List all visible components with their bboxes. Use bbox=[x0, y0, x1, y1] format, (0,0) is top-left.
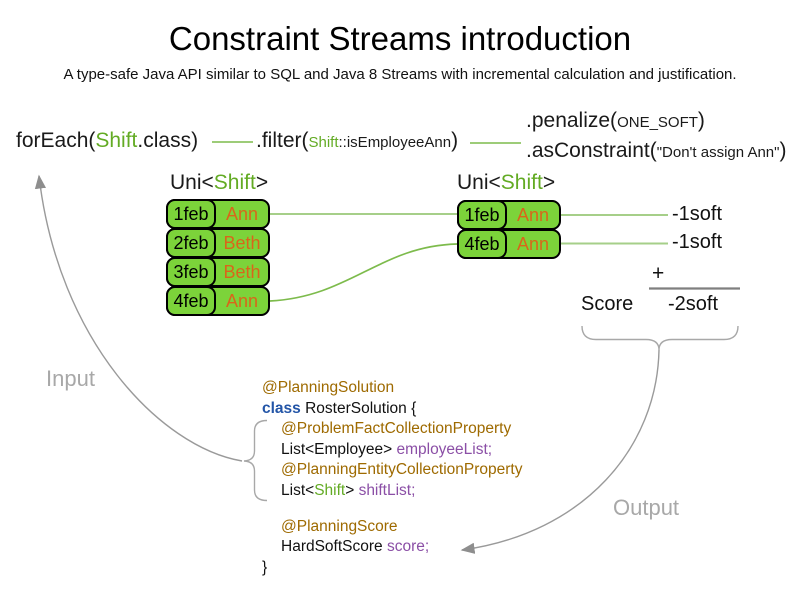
penalty-value-2: -1soft bbox=[672, 231, 723, 253]
code-line-closing-brace: } bbox=[262, 558, 522, 579]
penalize-arg: ONE_SOFT bbox=[617, 114, 698, 131]
code-line-annotation-score: @PlanningScore bbox=[262, 517, 522, 538]
code-blank-line bbox=[262, 502, 522, 517]
input-label: Input bbox=[46, 366, 95, 391]
score-underbrace bbox=[581, 325, 739, 351]
code-block: @PlanningSolution class RosterSolution {… bbox=[262, 378, 522, 578]
shift-employee: Ann bbox=[225, 290, 259, 311]
shift-employee: Ann bbox=[225, 203, 259, 224]
employee-list-type: List<Employee> bbox=[281, 440, 397, 458]
filter-expression: .filter(Shift::isEmployeeAnn) bbox=[256, 129, 458, 153]
shift-employee: Beth bbox=[223, 232, 261, 253]
score-field-name: score; bbox=[386, 538, 430, 556]
shift-date: 2feb bbox=[166, 228, 216, 258]
uni-type: Shift bbox=[500, 171, 543, 194]
score-field-type: HardSoftScore bbox=[281, 538, 387, 556]
shift-date: 1feb bbox=[166, 199, 216, 229]
shift-box: 1feb Ann bbox=[457, 200, 561, 230]
asconstraint-prefix: .asConstraint( bbox=[526, 139, 657, 162]
class-keyword: class bbox=[262, 399, 301, 417]
asconstraint-arg: "Don't assign Ann" bbox=[656, 144, 780, 161]
asconstraint-expression: .asConstraint("Don't assign Ann") bbox=[526, 139, 786, 163]
shift-date: 4feb bbox=[457, 229, 507, 259]
penalize-close: ) bbox=[697, 109, 705, 132]
code-line-shift-list: List<Shift> shiftList; bbox=[262, 481, 522, 502]
filter-type: Shift bbox=[308, 134, 339, 151]
foreach-prefix: forEach( bbox=[16, 129, 96, 152]
score-total: -2soft bbox=[668, 293, 719, 315]
uni-suffix: > bbox=[542, 171, 556, 194]
foreach-type: Shift bbox=[95, 129, 138, 152]
filter-method: ::isEmployeeAnn bbox=[338, 134, 452, 151]
filter-close: ) bbox=[451, 129, 459, 152]
uni-prefix: Uni< bbox=[457, 171, 501, 194]
code-line-score-field: HardSoftScore score; bbox=[262, 537, 522, 558]
foreach-expression: forEach(Shift.class) bbox=[16, 129, 198, 153]
shift-list-type: Shift bbox=[314, 481, 346, 499]
left-shift-stack: 1feb Ann 2feb Beth 3feb Beth 4feb Ann bbox=[166, 199, 270, 316]
code-line-annotation-solution: @PlanningSolution bbox=[262, 378, 522, 399]
annotation-planning-entity: @PlanningEntityCollectionProperty bbox=[281, 461, 523, 479]
right-stream-label: Uni<Shift> bbox=[457, 171, 555, 195]
filter-prefix: .filter( bbox=[256, 129, 309, 152]
score-label: Score bbox=[581, 293, 634, 315]
shift-box: 4feb Ann bbox=[166, 286, 270, 316]
code-line-annotation-problem-fact: @ProblemFactCollectionProperty bbox=[262, 419, 522, 440]
uni-suffix: > bbox=[255, 171, 269, 194]
shift-date: 4feb bbox=[166, 286, 216, 316]
code-line-employee-list: List<Employee> employeeList; bbox=[262, 440, 522, 461]
shift-box: 4feb Ann bbox=[457, 229, 561, 259]
shift-box: 2feb Beth bbox=[166, 228, 270, 258]
output-label: Output bbox=[613, 495, 680, 520]
shift-list-type-suffix: > bbox=[345, 481, 359, 499]
foreach-suffix: .class) bbox=[137, 129, 199, 152]
shift-box: 1feb Ann bbox=[166, 199, 270, 229]
employee-list-field: employeeList; bbox=[396, 440, 493, 458]
shift-employee: Beth bbox=[223, 261, 261, 282]
annotation-planning-solution: @PlanningSolution bbox=[262, 379, 395, 396]
shift-date: 3feb bbox=[166, 257, 216, 287]
subtitle: A type-safe Java API similar to SQL and … bbox=[63, 66, 737, 83]
code-line-class-decl: class RosterSolution { bbox=[262, 399, 522, 420]
closing-brace: } bbox=[262, 558, 268, 576]
uni-type: Shift bbox=[213, 171, 256, 194]
link-4feb bbox=[269, 243, 458, 302]
shift-list-type-prefix: List< bbox=[281, 481, 315, 499]
annotation-planning-score: @PlanningScore bbox=[281, 517, 398, 535]
class-name: RosterSolution { bbox=[300, 399, 417, 417]
penalize-expression: .penalize(ONE_SOFT) bbox=[526, 109, 705, 133]
left-stream-label: Uni<Shift> bbox=[170, 171, 268, 195]
shift-employee: Ann bbox=[516, 233, 550, 254]
shift-list-field: shiftList; bbox=[358, 481, 416, 499]
annotation-problem-fact: @ProblemFactCollectionProperty bbox=[281, 420, 512, 438]
asconstraint-close: ) bbox=[779, 139, 787, 162]
penalty-value-1: -1soft bbox=[672, 203, 723, 225]
right-shift-stack: 1feb Ann 4feb Ann bbox=[457, 200, 561, 259]
page-title: Constraint Streams introduction bbox=[168, 20, 632, 57]
penalize-prefix: .penalize( bbox=[526, 109, 618, 132]
code-line-annotation-planning-entity: @PlanningEntityCollectionProperty bbox=[262, 460, 522, 481]
shift-box: 3feb Beth bbox=[166, 257, 270, 287]
uni-prefix: Uni< bbox=[170, 171, 214, 194]
shift-employee: Ann bbox=[516, 204, 550, 225]
shift-date: 1feb bbox=[457, 200, 507, 230]
score-plus-sign: + bbox=[652, 262, 665, 285]
